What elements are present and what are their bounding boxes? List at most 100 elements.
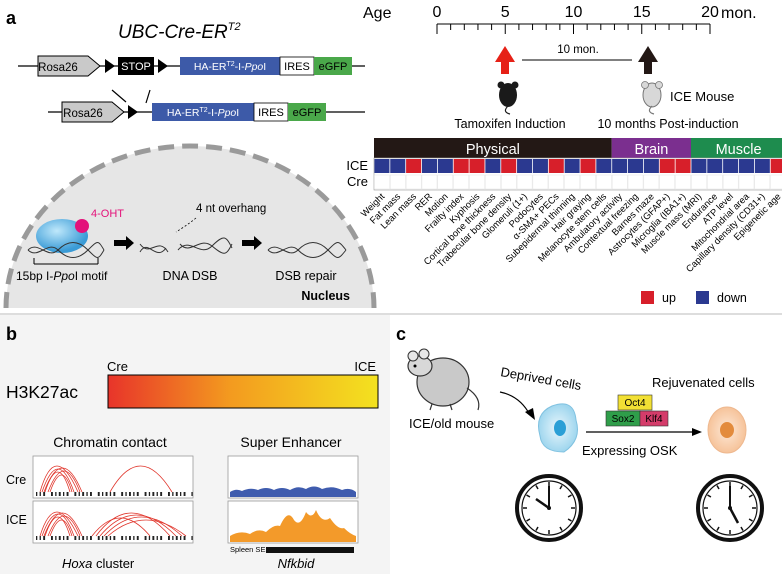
clock-tick: [740, 485, 744, 490]
genome-feature: [59, 536, 61, 540]
heatmap-cell-cre: [611, 174, 628, 190]
chromatin-contact-ice: [32, 500, 194, 544]
recombination-dash-left: [111, 89, 127, 103]
genome-feature: [67, 536, 69, 540]
heatmap-cell-ice: [564, 159, 580, 173]
egfp-label-bottom: eGFP: [293, 107, 322, 119]
post-induction-label: 10 months Post-induction: [597, 117, 738, 131]
heatmap-cell-ice: [754, 159, 770, 173]
heatmap-cell-ice: [453, 159, 469, 173]
genome-feature: [86, 536, 88, 540]
genome-feature: [75, 492, 77, 496]
heatmap-cell-ice: [532, 159, 548, 173]
genome-feature: [51, 492, 53, 496]
bottom-construct: Rosa26 HA-ERT2-I-PpoI IRES eGFP: [48, 101, 365, 123]
clock-tick: [748, 494, 753, 498]
legend-up-swatch: [641, 291, 654, 304]
genome-feature: [145, 536, 147, 540]
genome-feature: [121, 492, 124, 496]
clock-tick: [535, 485, 539, 490]
genome-feature: [129, 492, 131, 496]
clock-tick: [748, 518, 753, 522]
genome-feature: [114, 536, 116, 540]
nfkbid-label: Nfkbid: [278, 556, 316, 571]
genome-feature: [90, 536, 92, 540]
osk-arrow-head: [692, 428, 702, 436]
genome-feature: [184, 536, 186, 540]
heatmap-cell-cre: [580, 174, 596, 190]
heatmap-cell-cre: [405, 174, 422, 190]
genome-feature: [78, 492, 80, 496]
heatmap-cell-ice: [738, 159, 754, 173]
timeline-ticks: [436, 24, 711, 34]
genome-feature: [109, 492, 112, 496]
sox2-label: Sox2: [612, 414, 635, 425]
heatmap-cell-cre: [643, 174, 660, 190]
heatmap-group-brain: [611, 138, 691, 158]
aged-cell-icon: [538, 403, 578, 453]
arrow-to-dsb: [114, 236, 134, 250]
genome-feature: [98, 492, 100, 496]
clock-tick: [707, 518, 712, 522]
nucleus-diagram: Nucleus 4-OHT 15bp I-PpoI motif 4 nt ove…: [3, 143, 377, 309]
heatmap-cell-ice: [723, 159, 739, 173]
clock-tick: [526, 518, 531, 522]
loxp-bottom: [128, 105, 138, 119]
genome-feature: [125, 492, 127, 496]
heatmap-cell-cre: [453, 174, 469, 190]
clock-tick: [707, 494, 712, 498]
arrow-to-repair: [242, 236, 262, 250]
tamoxifen-label: Tamoxifen Induction: [454, 117, 565, 131]
row-label-ice: ICE: [346, 158, 368, 173]
heatmap-cell-ice: [390, 159, 406, 173]
panel-c-label: c: [396, 324, 406, 344]
heatmap-cell-cre: [754, 174, 771, 190]
genome-feature: [63, 492, 65, 496]
egfp-box-bottom: [288, 103, 326, 121]
genome-feature: [176, 492, 178, 496]
rejuvenated-cell-icon: [707, 406, 747, 454]
genome-feature: [82, 492, 85, 496]
rosa26-arrow-bottom: [61, 101, 125, 123]
dna-intact: [27, 242, 105, 258]
her-label-bottom: HA-ERT2-I-PpoI: [167, 107, 239, 119]
clock-tick: [716, 526, 720, 531]
heatmap-cell-cre: [437, 174, 454, 190]
old-mouse-label: ICE/old mouse: [409, 416, 494, 431]
heatmap-cell-cre: [469, 174, 485, 190]
heatmap-cell-ice: [612, 159, 628, 173]
heatmap-cell-cre: [596, 174, 612, 190]
repair-label: DSB repair: [275, 269, 336, 283]
dsb-label: DNA DSB: [163, 269, 218, 283]
timeline-tick-label: 15: [633, 4, 651, 21]
her-label-top: HA-ERT2-I-PpoI: [194, 61, 266, 73]
clock-tick: [559, 526, 563, 531]
ires-label-bottom: IRES: [258, 107, 284, 119]
genome-feature: [191, 536, 193, 540]
h3k27ac-gradient-bar: [107, 374, 379, 409]
loxp-right-top: [158, 59, 168, 73]
genome-feature: [39, 536, 41, 540]
heatmap-cell-ice: [517, 159, 533, 173]
heatmap-cell-cre: [770, 174, 782, 190]
dna-repaired: [267, 242, 347, 258]
timeline-tick-label: 20: [701, 4, 719, 21]
heatmap-group-label: Brain: [634, 142, 668, 158]
spleen-se-label: Spleen SE: [230, 545, 265, 554]
genome-feature: [43, 492, 46, 496]
her-box-top: [180, 57, 280, 75]
dna-dsb: [139, 237, 233, 254]
heatmap-cell-ice: [659, 159, 675, 173]
genome-feature: [114, 492, 116, 496]
heatmap-cell-cre: [421, 174, 438, 190]
genome-feature: [180, 536, 182, 540]
genome-feature: [129, 536, 131, 540]
heatmap-cell-cre: [564, 174, 580, 190]
oht-label: 4-OHT: [91, 208, 124, 220]
clock-tick: [559, 485, 563, 490]
chromatin-contact-title: Chromatin contact: [53, 434, 167, 450]
clock-tick: [535, 526, 539, 531]
heatmap-cell-cre: [675, 174, 691, 190]
